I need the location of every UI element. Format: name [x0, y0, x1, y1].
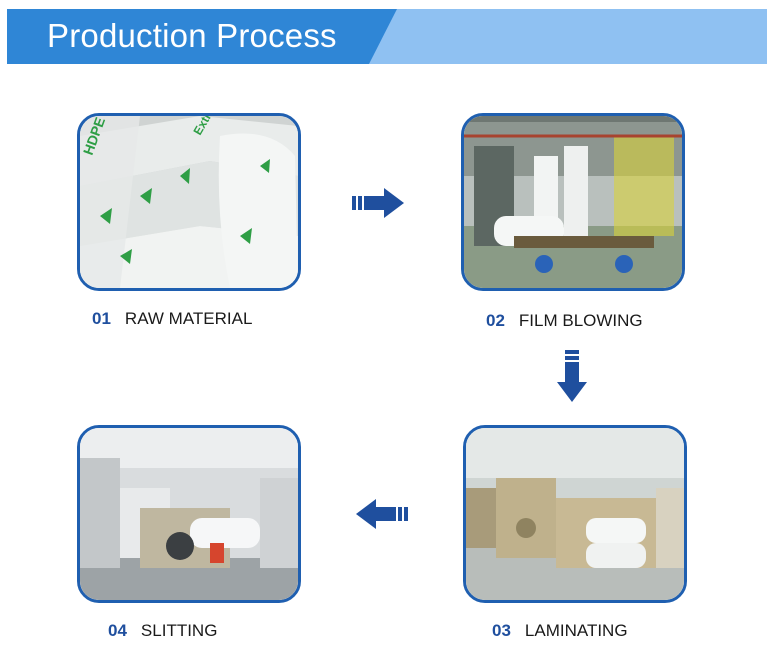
header-banner-shape: [7, 9, 767, 64]
step-number: 02: [486, 311, 505, 330]
arrow-left-icon: [356, 499, 408, 529]
step-number: 01: [92, 309, 111, 328]
step-title: SLITTING: [140, 621, 218, 640]
slitting-photo: [77, 425, 301, 603]
step-title: LAMINATING: [524, 621, 628, 640]
step-number: 04: [108, 621, 127, 640]
film-blowing-photo: [461, 113, 685, 291]
laminating-photo: [463, 425, 687, 603]
step-title: RAW MATERIAL: [124, 309, 253, 328]
step-label-laminating: 03 LAMINATING: [492, 621, 628, 641]
header-banner: Production Process: [7, 9, 767, 64]
arrow-right-icon: [352, 188, 404, 218]
step-label-film-blowing: 02 FILM BLOWING: [486, 311, 643, 331]
arrow-down-icon: [557, 350, 587, 402]
raw-material-photo: HDPE Extra: [77, 113, 301, 291]
step-label-raw-material: 01 RAW MATERIAL: [92, 309, 252, 329]
step-label-slitting: 04 SLITTING: [108, 621, 217, 641]
step-number: 03: [492, 621, 511, 640]
step-title: FILM BLOWING: [518, 311, 643, 330]
page-title: Production Process: [47, 17, 337, 54]
